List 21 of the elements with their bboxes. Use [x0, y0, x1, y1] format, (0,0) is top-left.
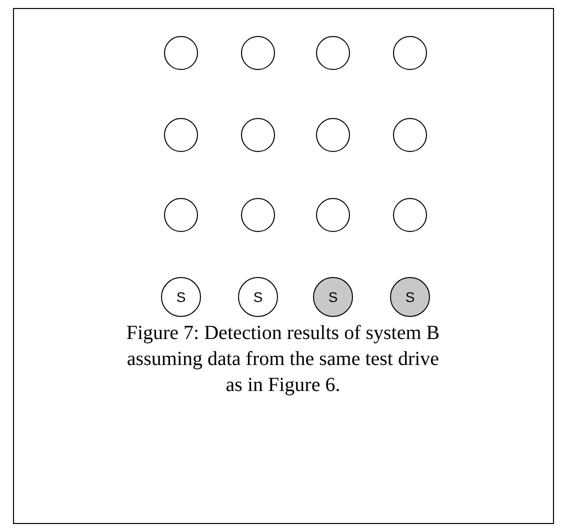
node-label: S [405, 289, 415, 305]
empty-circle [164, 198, 198, 232]
labeled-circle [313, 277, 353, 317]
empty-circle [316, 36, 350, 70]
figure-caption: Figure 7: Detection results of system B assuming data from the same test drive as in Figure 6. [125, 321, 441, 398]
empty-circle [241, 36, 275, 70]
empty-circle [241, 118, 275, 152]
empty-circle [393, 36, 427, 70]
empty-circle [393, 198, 427, 232]
empty-circle [316, 118, 350, 152]
empty-circle [393, 118, 427, 152]
labeled-circle [161, 277, 201, 317]
empty-circle [164, 118, 198, 152]
node-label: S [328, 289, 338, 305]
empty-circle [316, 198, 350, 232]
labeled-circle [390, 277, 430, 317]
labeled-circle [238, 277, 278, 317]
node-label: S [176, 289, 186, 305]
empty-circle [241, 198, 275, 232]
node-label: S [253, 289, 263, 305]
empty-circle [164, 36, 198, 70]
